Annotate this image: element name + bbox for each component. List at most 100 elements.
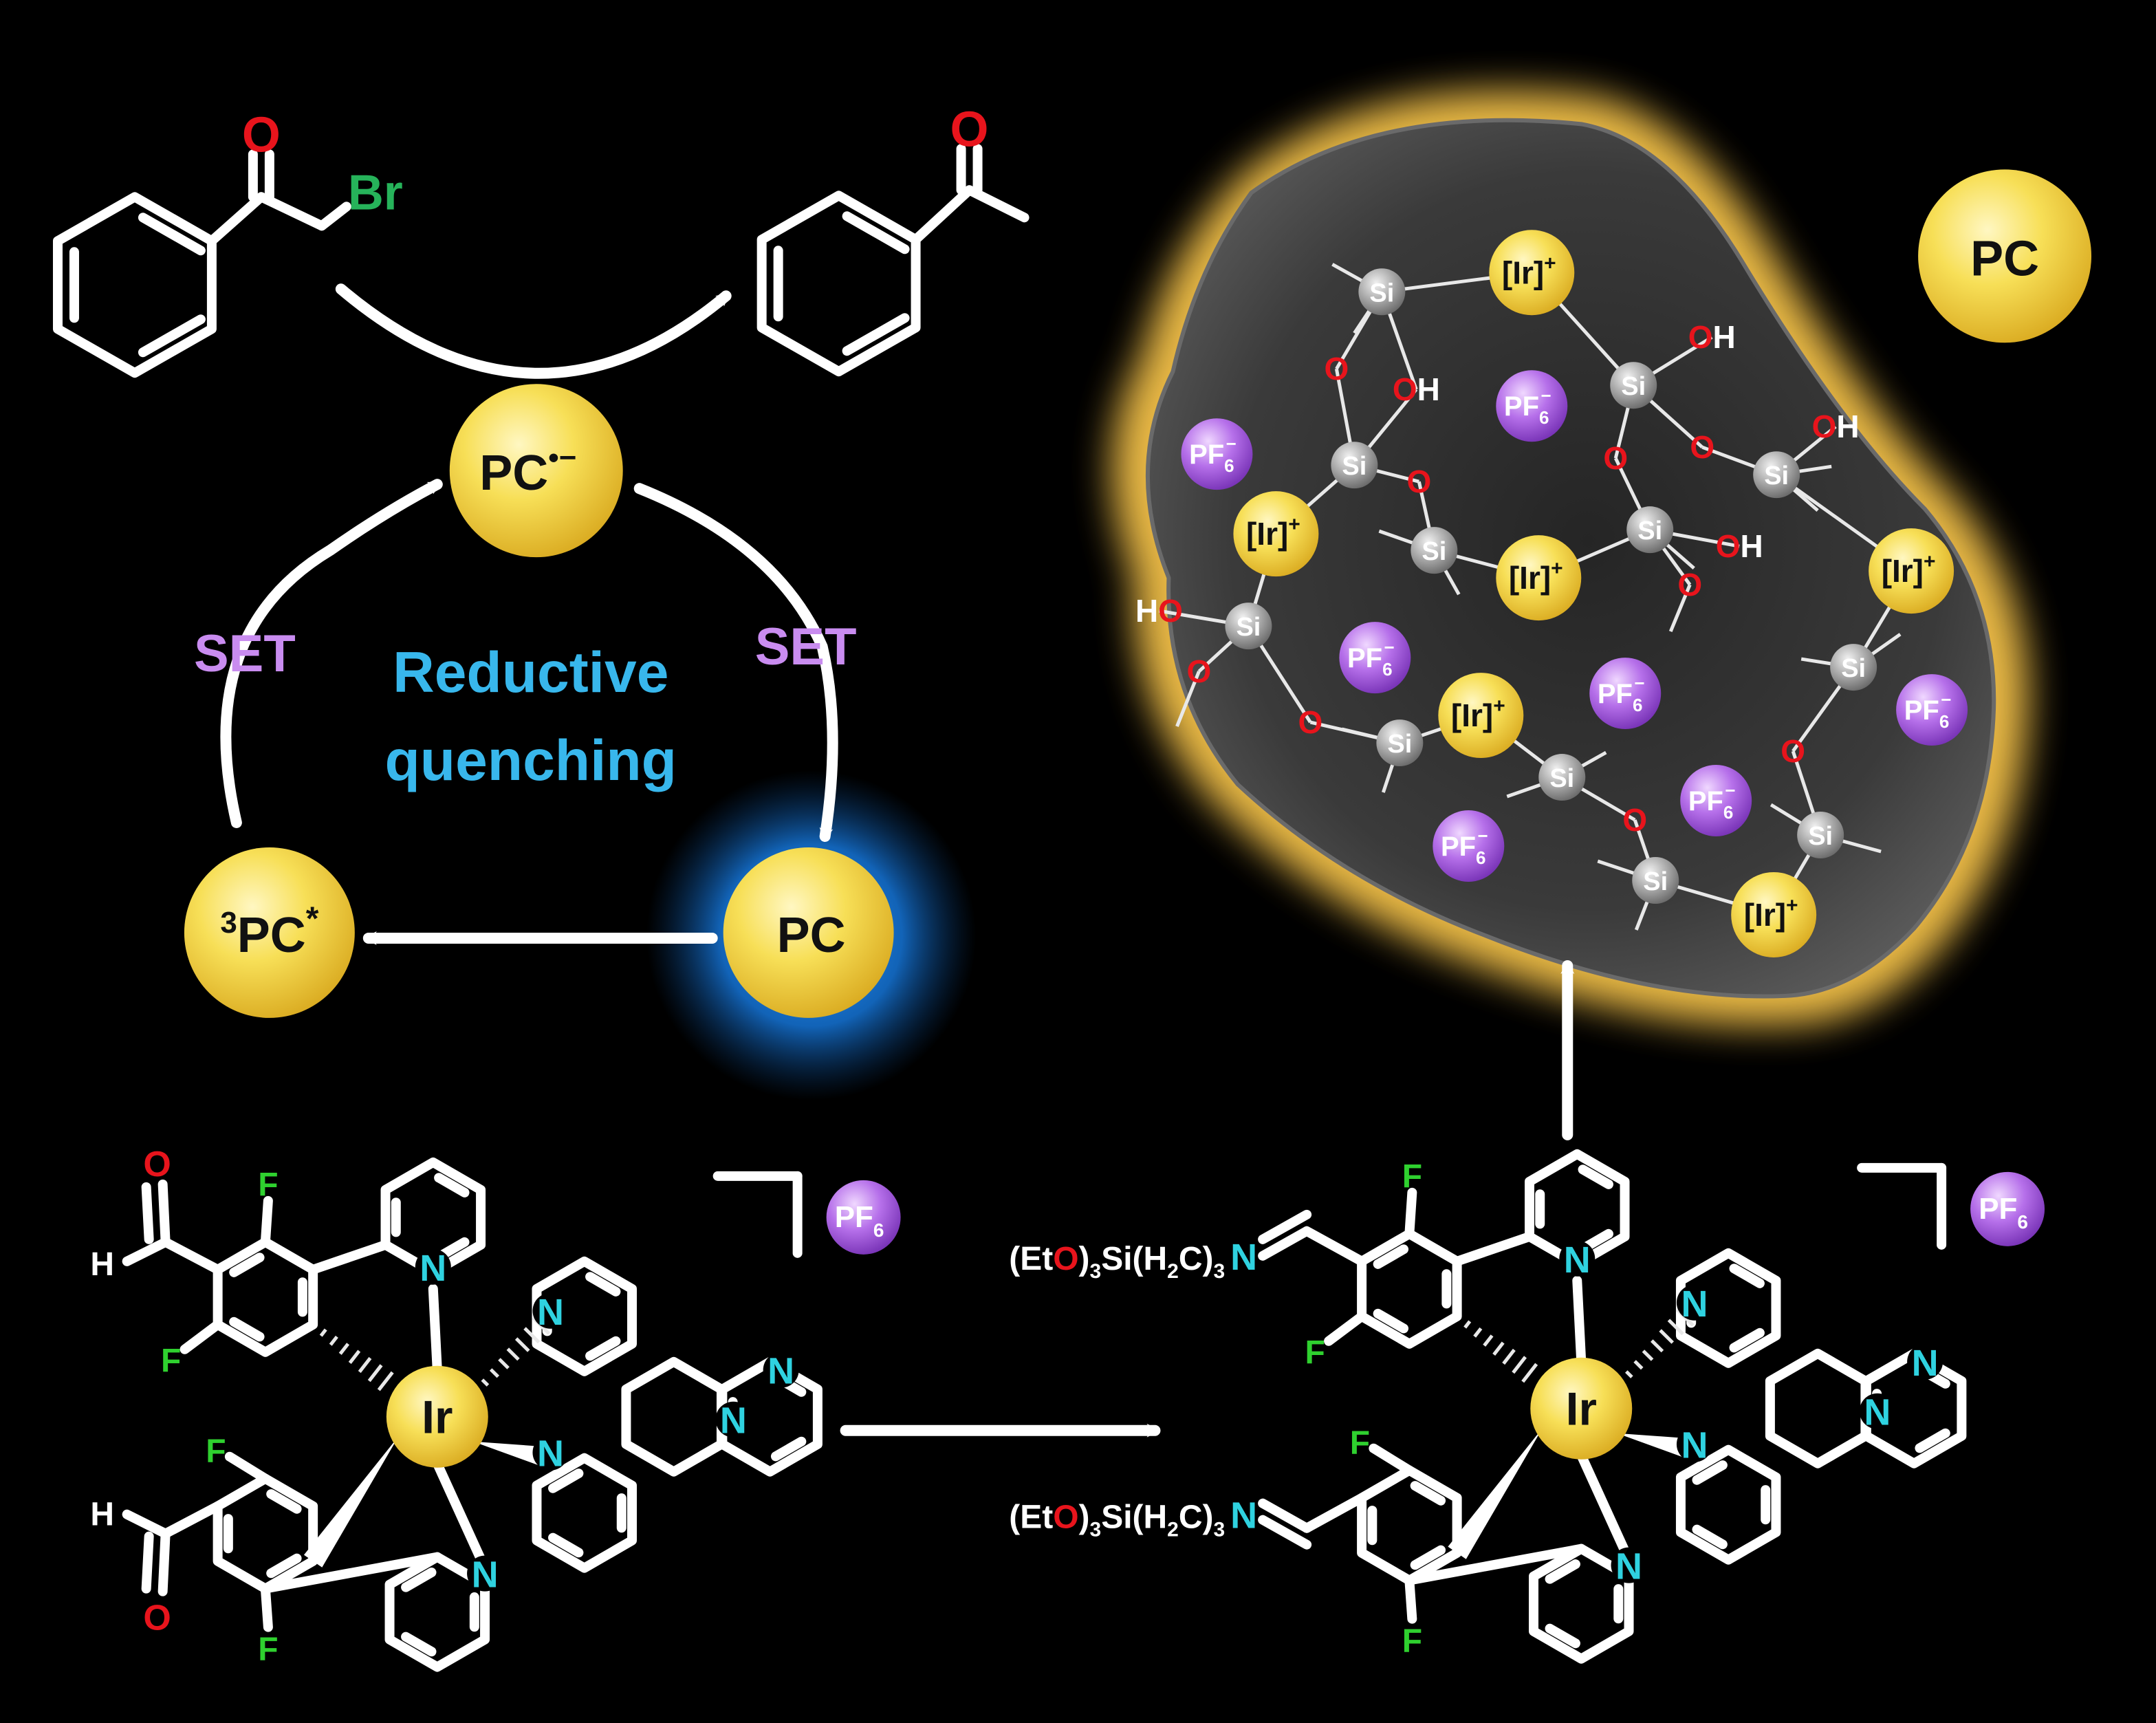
hydroxyl-o: O <box>1158 593 1183 629</box>
oxygen-atom-label: O <box>1406 464 1431 499</box>
fluorine-label: F <box>1305 1334 1325 1371</box>
pf6-main: PF <box>1189 440 1224 470</box>
nitrogen-label: N <box>767 1351 794 1392</box>
nitrogen-label: N <box>1615 1546 1642 1587</box>
si-atom-label: Si <box>1764 462 1789 490</box>
hydroxyl-o: O <box>1688 319 1713 355</box>
pf6-sphere <box>1496 370 1568 442</box>
pc-triplet-superscript-3: 3 <box>220 906 237 940</box>
nitrogen-label: N <box>420 1248 446 1289</box>
pf6-sphere <box>1433 810 1505 882</box>
si-atom-label: Si <box>1236 613 1261 642</box>
counter-ion-label: PF6 <box>1979 1192 2028 1233</box>
si-atom-label: Si <box>1369 279 1394 307</box>
ir-charge: + <box>1288 513 1300 536</box>
product-oxygen-label: O <box>950 102 989 157</box>
pf6-sub: 6 <box>1476 847 1485 868</box>
ir-charge: + <box>1493 695 1505 717</box>
fluorine-label: F <box>1350 1425 1370 1462</box>
si-atom-label: Si <box>1841 654 1866 683</box>
silane-silane-mid1: ) <box>1079 1241 1090 1277</box>
si-atom-label: Si <box>1387 730 1412 759</box>
pf6-label: PF6− <box>1347 637 1395 680</box>
si-atom <box>1411 527 1458 574</box>
hydroxyl-h: H <box>1836 409 1859 444</box>
aldehyde-hydrogen-label: H <box>90 1246 114 1283</box>
aldehyde-oxygen-label: O <box>143 1145 171 1184</box>
ir-label: [Ir] <box>1246 516 1288 552</box>
nitrogen-label: N <box>1681 1425 1708 1466</box>
pf6-charge: − <box>1540 385 1551 406</box>
silane-silane-pre: (Et <box>1009 1499 1053 1536</box>
pf6-charge: − <box>1941 689 1951 710</box>
pc-radical-anion-label: PC <box>479 446 548 501</box>
reductive-label-line1: Reductive <box>393 640 668 704</box>
aldehyde-hydrogen-label: H <box>90 1497 114 1533</box>
si-atom <box>1632 857 1679 904</box>
pf6-sub: 6 <box>1382 659 1392 680</box>
ir-charge: + <box>1786 894 1798 917</box>
si-atom <box>1538 754 1586 801</box>
oxygen-atom-label: O <box>1298 704 1323 740</box>
ir-sphere-label: [Ir]+ <box>1744 894 1798 933</box>
si-atom-label: Si <box>1549 764 1574 793</box>
aldehyde-oxygen-label: O <box>143 1599 171 1638</box>
svg-text:3PC*: 3PC* <box>220 901 318 963</box>
silane-silane-sub3: 3 <box>1090 1260 1102 1283</box>
si-atom <box>1358 268 1406 316</box>
ir-charge: + <box>1924 550 1936 573</box>
ir-sphere-label: [Ir]+ <box>1451 695 1505 733</box>
counter-ion-sub: 6 <box>2017 1211 2028 1233</box>
ir-sphere <box>1233 491 1319 577</box>
pc-triplet-label: PC <box>237 908 306 963</box>
ir-sphere-label: [Ir]+ <box>1882 550 1936 589</box>
si-atom-label: Si <box>1621 372 1646 401</box>
substrate-oxygen-label: O <box>242 107 281 162</box>
silane-silane-mid1: ) <box>1079 1499 1090 1536</box>
pf6-label: PF6− <box>1688 780 1736 823</box>
pf6-sphere <box>1896 674 1968 746</box>
silane-silane-mid3: C) <box>1179 1499 1214 1536</box>
si-atom <box>1797 812 1844 859</box>
hydroxyl-label: OH <box>1812 409 1860 444</box>
counter-ion-main: PF <box>1979 1192 2017 1226</box>
silane-silane-o: O <box>1053 1499 1078 1536</box>
ir-charge: + <box>1551 557 1563 580</box>
oxygen-atom-label: O <box>1781 733 1805 769</box>
substrate-bromine-label: Br <box>348 165 403 220</box>
hydroxyl-label: OH <box>1688 319 1736 355</box>
si-atom-label: Si <box>1422 537 1446 566</box>
pf6-charge: − <box>1725 780 1735 801</box>
silane-silane-o: O <box>1053 1241 1078 1277</box>
pc-sphere: PC <box>723 847 894 1018</box>
si-atom-label: Si <box>1637 517 1662 545</box>
nitrogen-label: N <box>1864 1392 1891 1433</box>
pc-label: PC <box>777 908 846 963</box>
svg-text:PC•−: PC•− <box>479 441 576 501</box>
hydroxyl-label: OH <box>1716 528 1763 564</box>
si-atom <box>1331 442 1378 489</box>
pf6-label: PF6− <box>1598 673 1645 715</box>
nitrogen-label: N <box>720 1400 747 1442</box>
hydroxyl-h: H <box>1740 528 1763 564</box>
ir-sphere-label: [Ir]+ <box>1502 252 1556 290</box>
iridium-sphere <box>386 1365 488 1468</box>
oxygen-atom-label: O <box>1677 567 1702 603</box>
pf6-main: PF <box>1441 832 1476 862</box>
si-atom <box>1830 644 1877 691</box>
hydroxyl-h: H <box>1135 593 1158 629</box>
pf6-main: PF <box>1904 695 1939 726</box>
si-atom <box>1626 506 1674 554</box>
hydroxyl-o: O <box>1716 528 1741 564</box>
pc-legend-label: PC <box>1970 231 2039 286</box>
pf6-label: PF6− <box>1189 433 1237 476</box>
silane-silane-sub3: 3 <box>1090 1519 1102 1541</box>
ir-sphere <box>1869 528 1954 614</box>
fluorine-label: F <box>1402 1158 1422 1195</box>
pf6-main: PF <box>1688 786 1723 816</box>
pc-radical-anion-sphere: PC•− <box>449 384 623 558</box>
hydroxyl-label: OH <box>1393 371 1440 407</box>
hydroxyl-o: O <box>1812 409 1837 444</box>
